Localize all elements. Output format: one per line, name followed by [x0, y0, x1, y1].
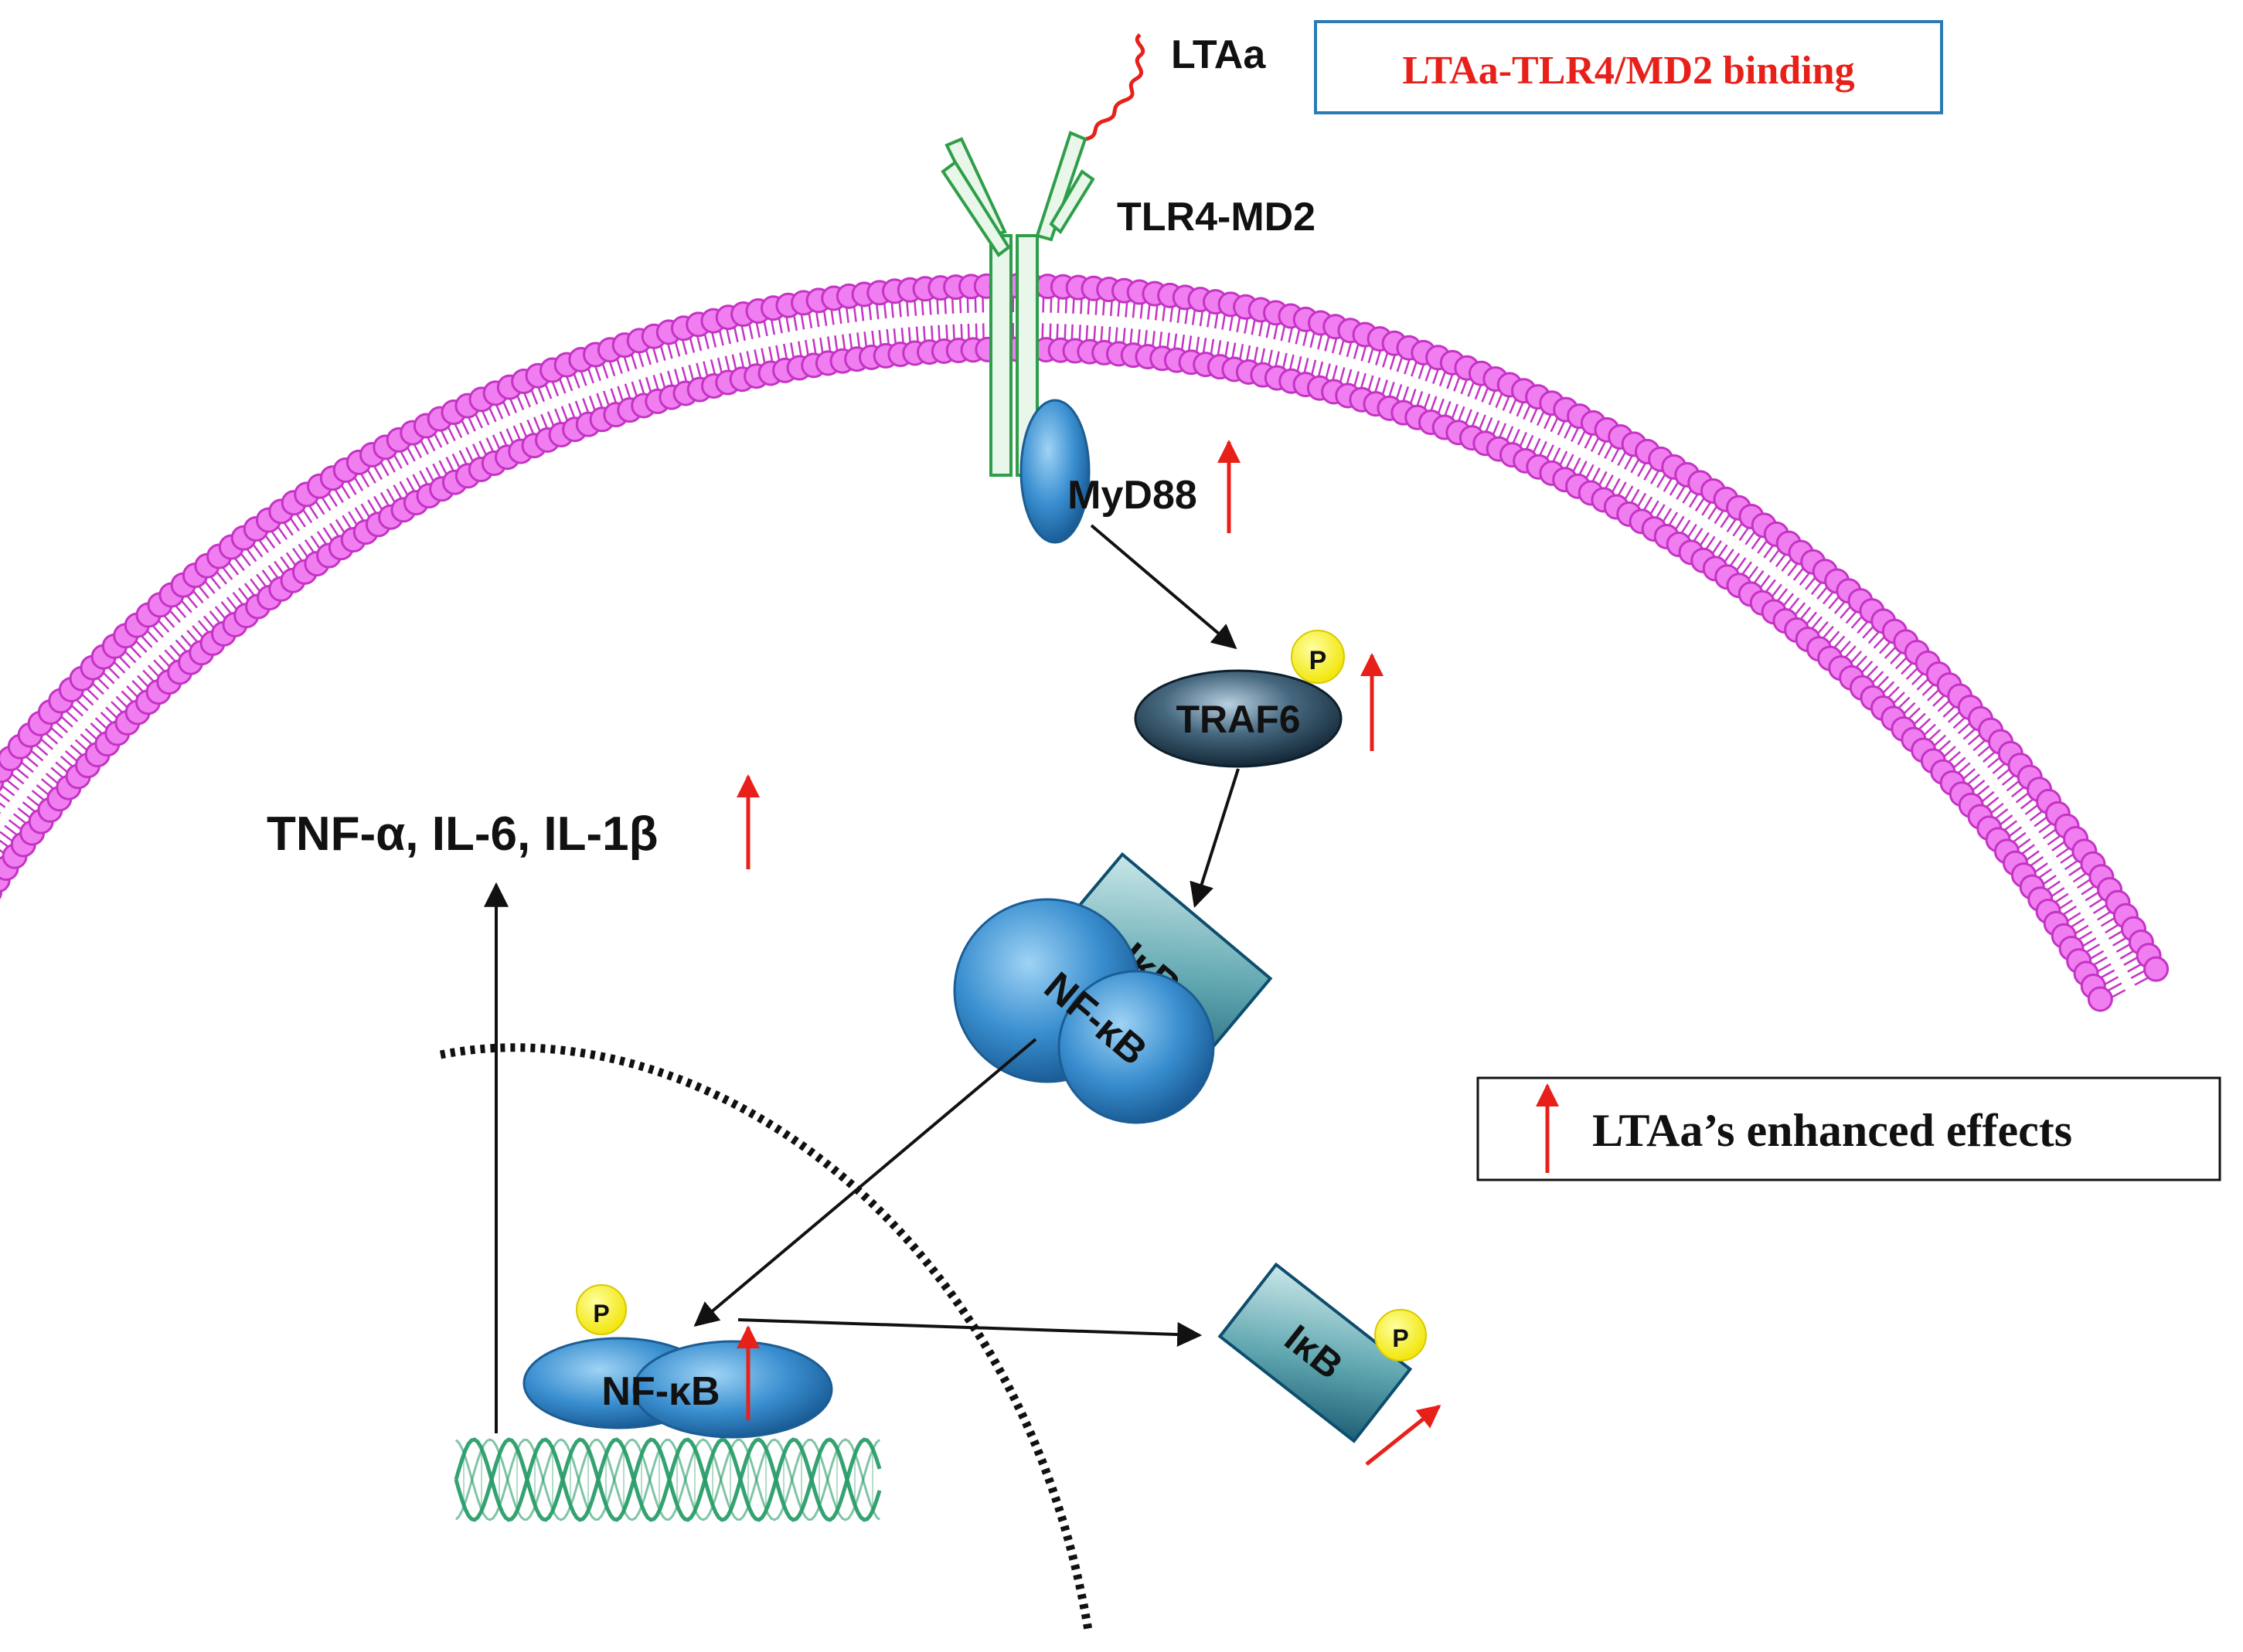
ltaa-label: LTAa: [1171, 32, 1266, 77]
legend-label: LTAa’s enhanced effects: [1592, 1105, 2072, 1156]
binding-box: [1314, 20, 1943, 114]
nuclear-envelope: [439, 1043, 1093, 1631]
dna-strand: [454, 1438, 880, 1521]
myd88-label: MyD88: [1067, 473, 1197, 518]
cytokines-label: TNF-α, IL-6, IL-1β: [267, 807, 658, 861]
ikb-free-block: [1217, 1262, 1413, 1443]
nfkb-nuclear-right: [632, 1340, 833, 1439]
arrow-traf6-to-complex: [1190, 768, 1240, 909]
dna-helix: [454, 1437, 882, 1522]
arrow-complex-to-nucleus: [693, 1038, 1037, 1327]
arrow-myd88-to-traf6: [1090, 524, 1237, 650]
myd88-protein: [1019, 399, 1091, 544]
lipid-head: [2087, 986, 2113, 1012]
ikb-free-up-arrow: [1365, 1405, 1441, 1466]
lipid-head: [2143, 956, 2170, 982]
ikb-nfkb-complex: IκB NF-κB: [953, 851, 1273, 1124]
dna-strand: [454, 1438, 880, 1521]
cell-membrane-bilayer: [0, 273, 2170, 1012]
nfkb-subunit-right: [1057, 970, 1215, 1124]
nfkb-nuclear-label: NF-κB: [601, 1369, 720, 1414]
traf6-label: TRAF6: [1176, 698, 1300, 741]
tlr4-md2-label: TLR4-MD2: [1117, 195, 1316, 240]
ikb-phospho-badge: [1374, 1309, 1427, 1361]
traf6-phospho-badge: [1291, 630, 1345, 684]
arrow-nfkb-to-free-ikb: [737, 1318, 1203, 1348]
nfkb-phospho-label: P: [593, 1300, 609, 1327]
nfkb-nuclear: NF-κB P: [522, 1284, 833, 1439]
lipid-tail: [0, 802, 6, 808]
traf6-phospho-label: P: [1309, 646, 1327, 675]
legend-box: [1476, 1076, 2221, 1181]
dna-strand: [454, 1437, 882, 1522]
ikb-phospho-label: P: [1392, 1324, 1408, 1352]
lipid-tail: [0, 783, 15, 797]
lipid-tail: [0, 793, 11, 803]
ltaa-ligand-squiggle: [1074, 33, 1145, 164]
binding-box-label: LTAa-TLR4/MD2 binding: [1402, 49, 1854, 93]
nfkb-phospho-badge: [576, 1284, 627, 1335]
traf6-protein: [1134, 669, 1343, 768]
